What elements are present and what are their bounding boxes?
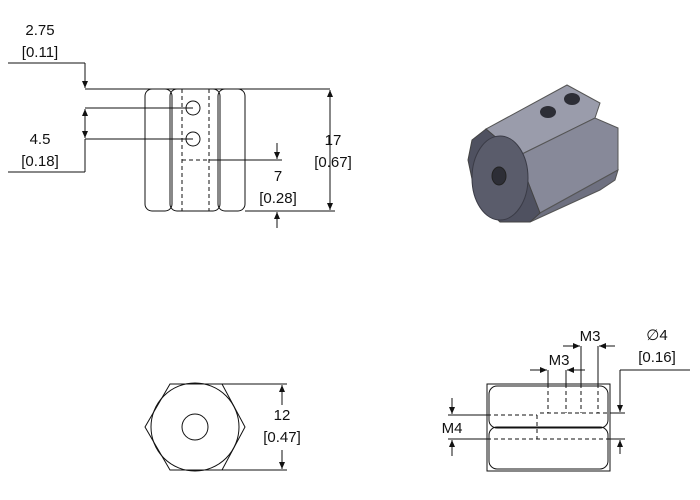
dim-hole-depth-in: [0.28] (259, 190, 297, 207)
dim-hole-spacing-mm: 4.5 (30, 131, 51, 148)
dim-top-offset-in: [0.11] (22, 44, 58, 61)
hex-face-right (217, 88, 246, 212)
label-m4: M4 (442, 420, 463, 437)
hex-outline (144, 383, 246, 471)
end-view: 12 [0.47] (144, 382, 301, 472)
isometric-render (467, 84, 619, 223)
dim-height-in: [0.67] (314, 154, 352, 171)
side-view: M3 M3 ∅4 [0.16] M4 (442, 327, 690, 472)
m3-thread-hole (540, 106, 556, 118)
dim-height-mm: 17 (325, 132, 342, 149)
m4-thread-hole (491, 166, 507, 186)
front-view: 2.75 [0.11] 4.5 [0.18] 17 [0.67] 7 [0.28… (8, 22, 352, 228)
hex-face-left (144, 88, 173, 212)
dim-diameter-mm: ∅4 (646, 327, 667, 344)
dim-diameter-in: [0.16] (638, 349, 676, 366)
dim-across-flats-mm: 12 (274, 407, 291, 424)
dim-hole-spacing-in: [0.18] (21, 153, 59, 170)
m3-thread-hole (564, 93, 580, 105)
hex-face-center (169, 88, 221, 212)
label-m3-a: M3 (549, 352, 570, 369)
center-hole (181, 413, 209, 441)
dim-hole-depth-mm: 7 (274, 168, 282, 185)
dim-across-flats-in: [0.47] (263, 429, 301, 446)
label-m3-b: M3 (580, 328, 601, 345)
dim-top-offset-mm: 2.75 (25, 22, 54, 39)
